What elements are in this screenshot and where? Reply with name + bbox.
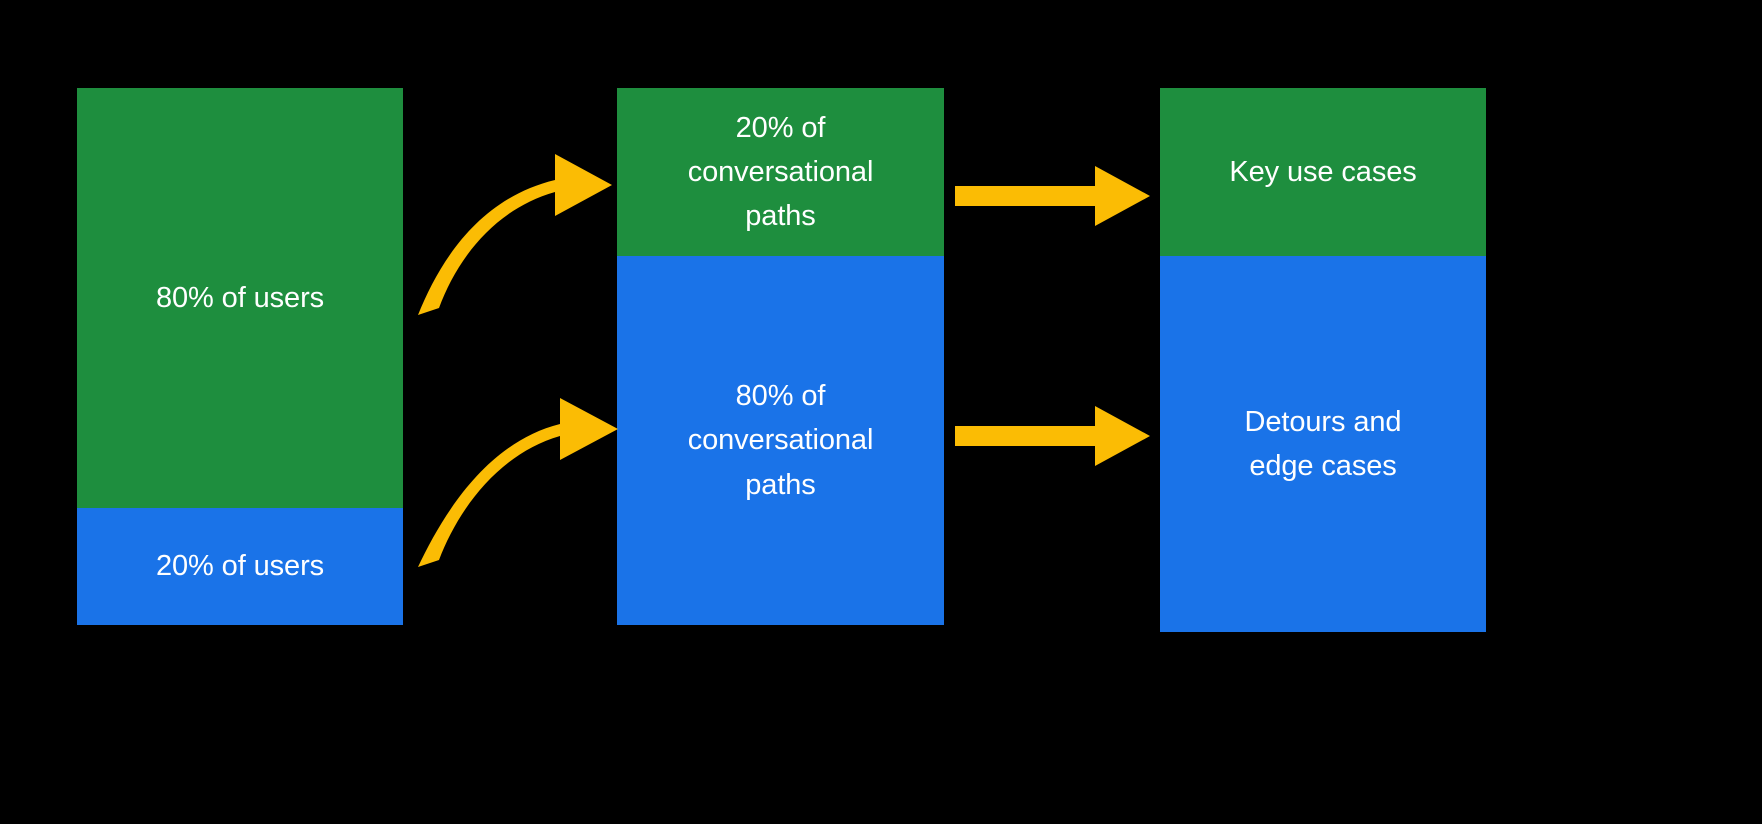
segment-label: 80% of conversational paths xyxy=(687,380,874,501)
segment-label: Key use cases xyxy=(1229,155,1417,188)
curved-arrow-icon-users-majority-to-paths-minority xyxy=(418,154,612,315)
conversational-paths-column: 20% of conversational paths 80% of conve… xyxy=(617,88,944,625)
curved-arrow-icon-users-minority-to-paths-majority xyxy=(418,398,618,567)
segment-users-majority: 80% of users xyxy=(77,88,403,508)
users-column: 80% of users 20% of users xyxy=(77,88,403,625)
segment-label: Detours and edge cases xyxy=(1244,405,1402,482)
segment-paths-minority: 20% of conversational paths xyxy=(617,88,944,256)
arrow-right-icon-paths-minority-to-key-use-cases xyxy=(955,166,1150,226)
segment-outcomes-detours: Detours and edge cases xyxy=(1160,256,1486,632)
segment-paths-majority: 80% of conversational paths xyxy=(617,256,944,625)
outcomes-column: Key use cases Detours and edge cases xyxy=(1160,88,1486,632)
segment-label: 80% of users xyxy=(155,281,325,314)
segment-label: 20% of users xyxy=(155,550,325,583)
segment-label: 20% of conversational paths xyxy=(687,111,874,233)
segment-outcomes-key-use-cases: Key use cases xyxy=(1160,88,1486,256)
segment-users-minority: 20% of users xyxy=(77,508,403,625)
arrow-right-icon-paths-majority-to-detours xyxy=(955,406,1150,466)
